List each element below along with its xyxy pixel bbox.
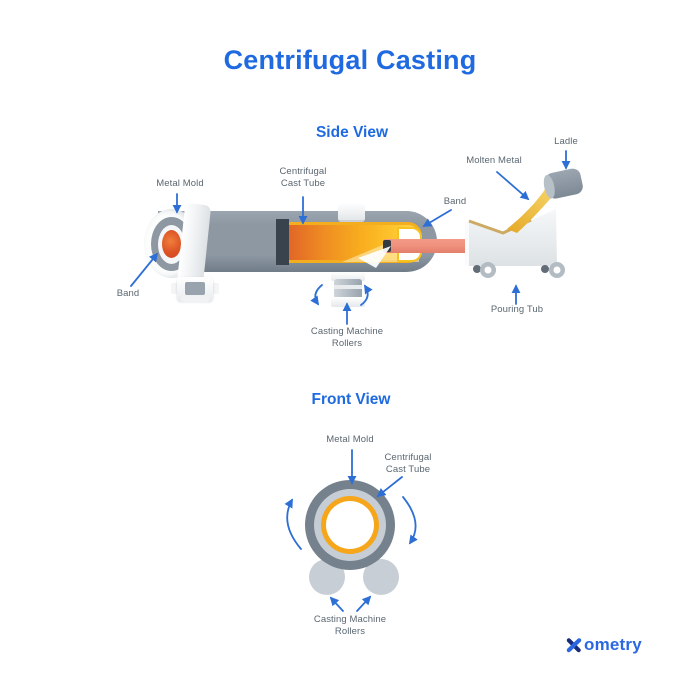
molten-metal-label: Molten Metal: [466, 155, 522, 166]
front-rollers-arrow-right: [356, 595, 372, 612]
tub-wheels: [473, 262, 565, 278]
xometry-wordmark: ometry: [584, 635, 642, 654]
top-roller: [338, 204, 365, 222]
molten-metal-arrow: [496, 171, 530, 201]
molten-metal-stream: [507, 177, 560, 233]
pour-spout: [384, 239, 478, 253]
cast-tube-label: Centrifugal Cast Tube: [279, 166, 327, 190]
page-title: Centrifugal Casting: [223, 45, 477, 75]
ladle-body: [543, 168, 583, 199]
band-right-label: Band: [443, 196, 467, 207]
band-clamp-wing-left: [171, 283, 178, 294]
mold-end-molten-core: [162, 230, 181, 258]
side-roller-stripe: [334, 285, 362, 289]
xometry-logo: ometry: [566, 636, 642, 653]
side-rollers-label: Casting Machine Rollers: [310, 326, 384, 350]
tub-notch-edge: [468, 218, 532, 235]
band-clamp-wing-right: [212, 283, 219, 294]
front-rotation-arrow-left: [284, 498, 302, 550]
front-rollers-arrow-left: [329, 596, 344, 612]
pouring-tub-label: Pouring Tub: [490, 304, 544, 315]
side-view-heading: Side View: [315, 124, 389, 141]
roller-rotation-arrow-left: [310, 284, 323, 306]
pouring-tub-body: [469, 209, 557, 266]
ladle-label: Ladle: [554, 136, 578, 147]
front-tube-bore: [326, 501, 374, 549]
xometry-x-icon: [566, 637, 582, 652]
band-clamp-foot: [181, 296, 209, 302]
side-roller-axle: [334, 279, 362, 299]
spout-tip: [383, 240, 391, 252]
front-cast-tube-label: Centrifugal Cast Tube: [384, 452, 432, 476]
band-clamp-slot: [185, 282, 205, 295]
mold-cutaway-edge: [276, 219, 289, 265]
side-roller-flange-bottom: [331, 297, 365, 307]
side-roller-flange-top: [331, 272, 365, 281]
band-left-label: Band: [116, 288, 140, 299]
front-rollers-label: Casting Machine Rollers: [313, 614, 387, 638]
front-view-heading: Front View: [311, 391, 391, 408]
front-metal-mold-label: Metal Mold: [326, 434, 374, 445]
metal-mold-label: Metal Mold: [156, 178, 204, 189]
front-rotation-arrow-right: [402, 496, 418, 545]
